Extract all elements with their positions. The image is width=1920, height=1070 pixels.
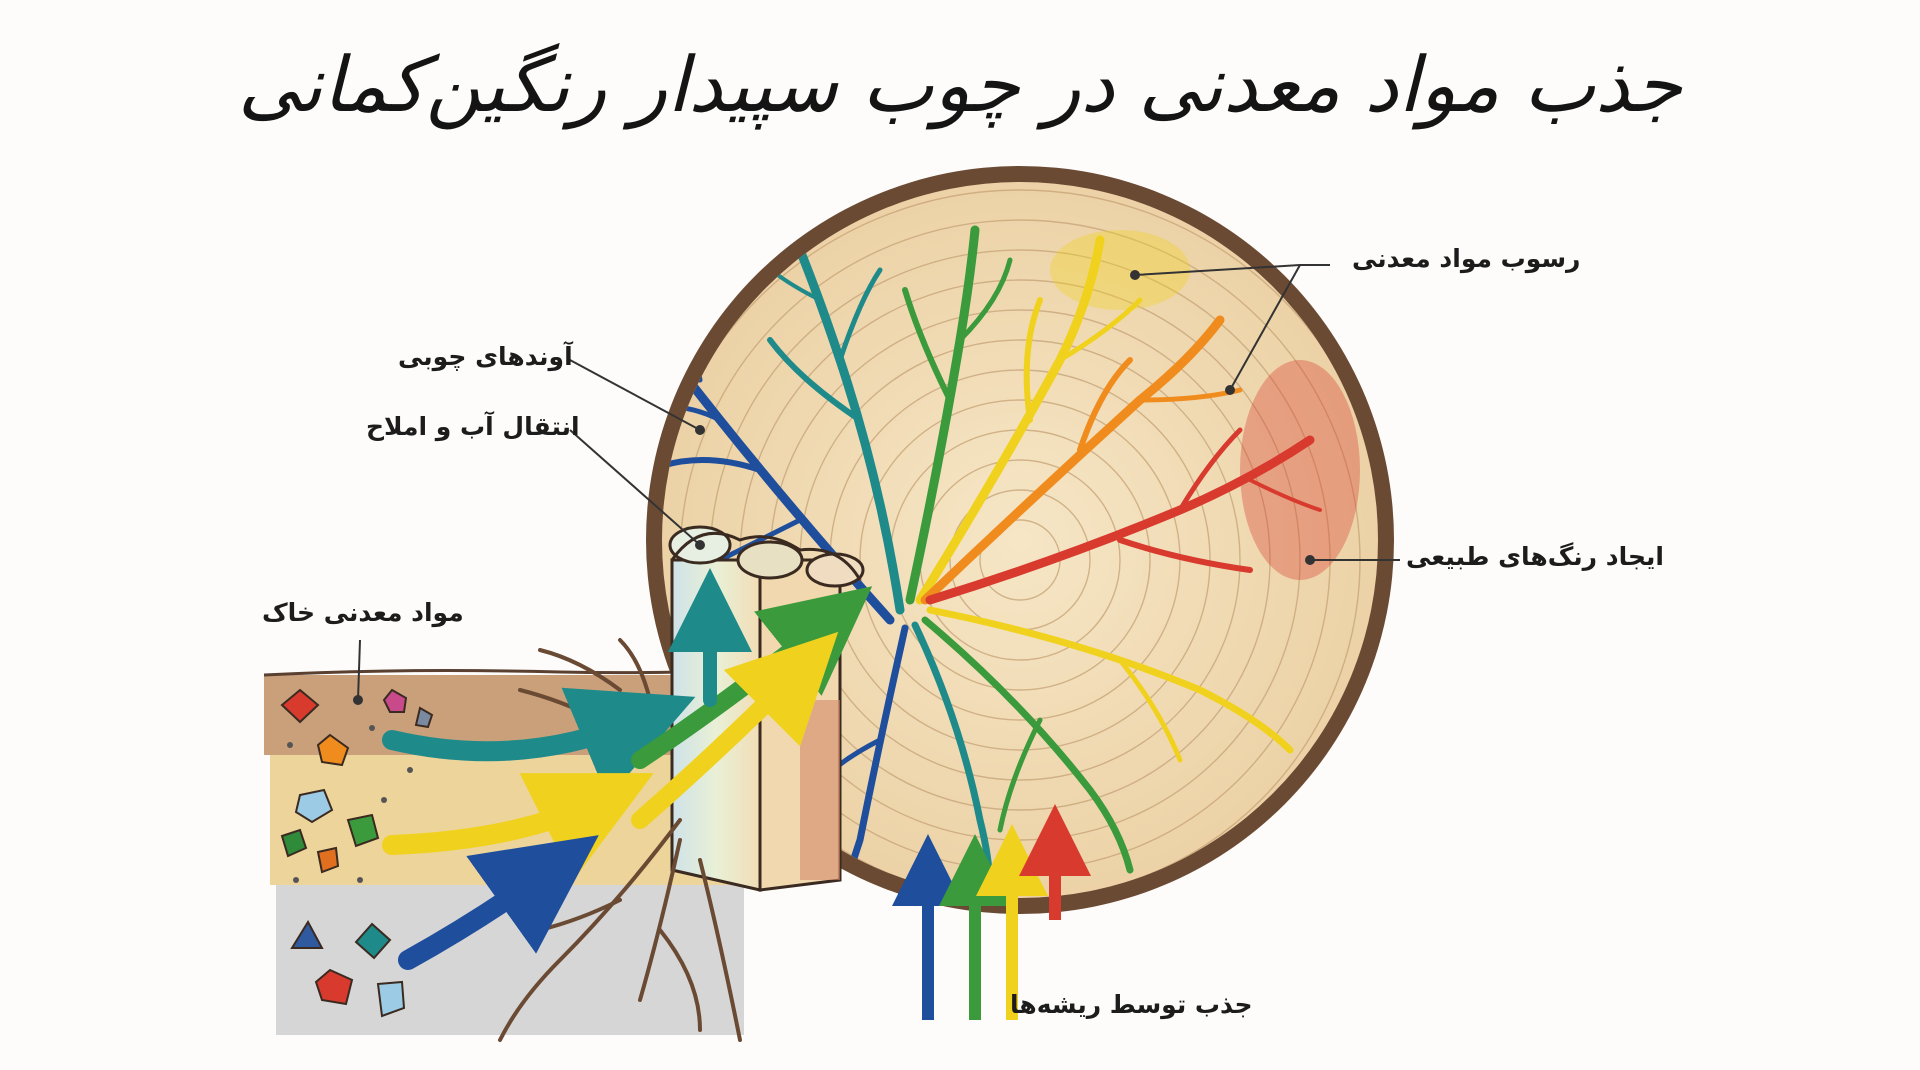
crystal-icon (346, 813, 380, 848)
label-water-transport: انتقال آب و املاح (366, 412, 580, 441)
curved-arrow-icon (398, 835, 599, 970)
crystal-icon (382, 688, 408, 713)
label-natural-colors: ایجاد رنگ‌های طبیعی (1406, 542, 1664, 571)
curved-arrow-icon (631, 631, 839, 829)
crystal-icon (316, 846, 340, 874)
crystal-icon (316, 733, 350, 767)
page-title: جذب مواد معدنی در چوب سپیدار رنگین‌کمانی (237, 40, 1683, 129)
crystal-icon (314, 968, 354, 1006)
crystal-icon (280, 688, 320, 724)
crystal-icon (280, 828, 308, 858)
curved-arrow-icon (382, 687, 696, 799)
crystal-icon (414, 706, 434, 729)
crystal-icon (354, 922, 392, 960)
crystal-icon (290, 919, 324, 949)
crystal-icon (294, 788, 334, 824)
curved-arrow-icon (382, 773, 654, 881)
label-mineral-deposition: رسوب مواد معدنی (1352, 244, 1581, 273)
label-xylem-vessels: آوندهای چوبی (398, 342, 573, 371)
crystal-icon (376, 980, 406, 1018)
label-soil-minerals: مواد معدنی خاک (262, 598, 464, 627)
leader-lines (353, 264, 1400, 705)
uptake-arrows (892, 804, 1091, 1020)
soil-crystals (280, 688, 434, 1018)
flow-arrows (382, 568, 873, 970)
label-root-uptake: جذب توسط ریشه‌ها (1010, 990, 1253, 1019)
